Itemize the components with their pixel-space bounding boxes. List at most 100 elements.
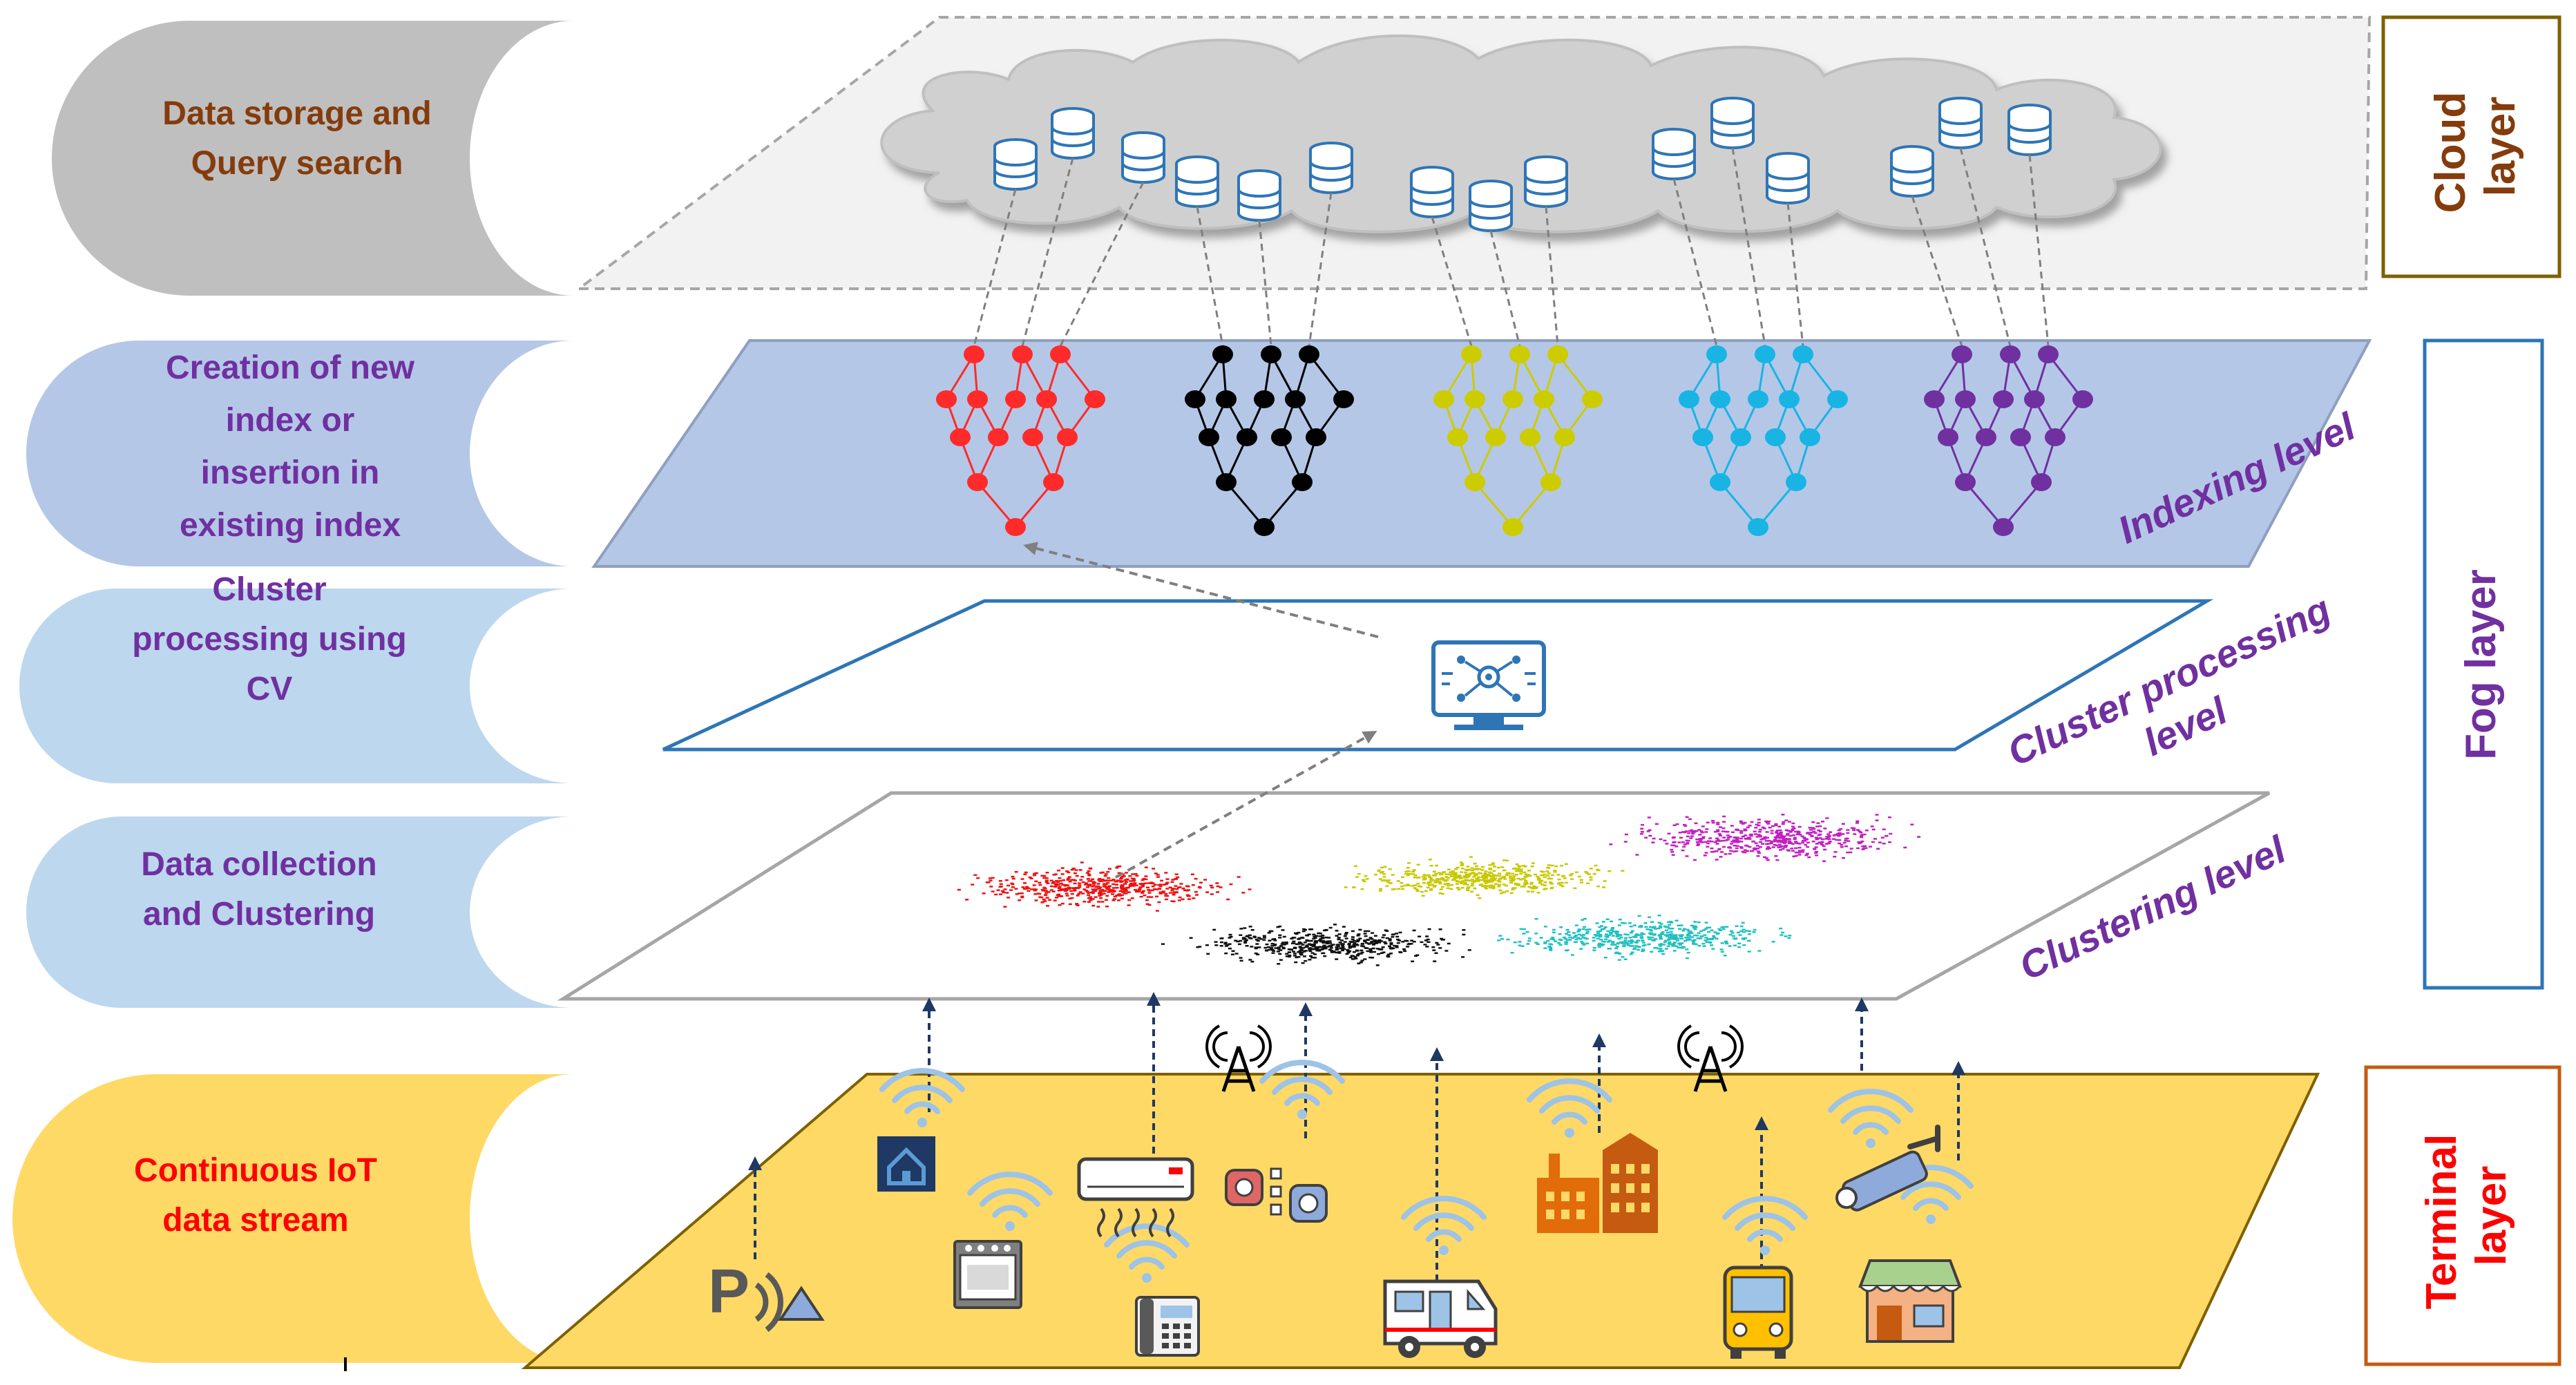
- scatter-point: [1784, 840, 1788, 842]
- scatter-point: [1219, 886, 1223, 888]
- scatter-point: [1176, 876, 1180, 879]
- scatter-point: [1797, 831, 1801, 833]
- scatter-point: [1051, 882, 1055, 884]
- scatter-point: [1187, 889, 1190, 891]
- scatter-point: [1704, 841, 1708, 843]
- scatter-point: [1796, 832, 1800, 834]
- scatter-point: [1585, 872, 1589, 875]
- scatter-point: [1715, 837, 1719, 839]
- scatter-point: [1061, 888, 1065, 890]
- scatter-point: [1450, 875, 1453, 877]
- scatter-point: [1173, 891, 1177, 893]
- scatter-point: [1360, 951, 1364, 954]
- scatter-point: [1753, 833, 1757, 835]
- scatter-point: [1552, 931, 1556, 933]
- scatter-point: [1697, 921, 1701, 924]
- scatter-point: [1236, 940, 1240, 943]
- smart-home-icon: [877, 1136, 935, 1192]
- scatter-point: [1374, 873, 1377, 876]
- tree-node: [1554, 428, 1575, 446]
- scatter-point: [1514, 873, 1518, 876]
- scatter-point: [1040, 888, 1044, 891]
- scatter-point: [1234, 953, 1239, 955]
- scatter-point: [1355, 944, 1359, 946]
- scatter-point: [1550, 874, 1554, 877]
- scatter-point: [1005, 892, 1009, 894]
- tree-node: [1485, 428, 1506, 446]
- scatter-point: [1360, 943, 1364, 945]
- scatter-point: [1432, 886, 1436, 888]
- scatter-point: [1810, 834, 1814, 837]
- scatter-point: [1543, 884, 1547, 886]
- scatter-point: [1366, 950, 1370, 953]
- tree-node: [1710, 390, 1730, 408]
- scatter-point: [1818, 825, 1822, 828]
- scatter-point: [1464, 873, 1469, 876]
- scatter-point: [1644, 837, 1648, 839]
- scatter-point: [1652, 837, 1656, 840]
- scatter-point: [1648, 916, 1652, 919]
- scatter-point: [1018, 892, 1022, 895]
- scatter-point: [1782, 821, 1786, 823]
- scatter-point: [1096, 885, 1100, 888]
- scatter-point: [1100, 888, 1105, 891]
- scatter-point: [1069, 887, 1074, 889]
- tree-node: [1540, 473, 1561, 491]
- scatter-point: [1739, 930, 1744, 933]
- scatter-point: [1053, 873, 1058, 875]
- scatter-point: [1265, 943, 1269, 946]
- scatter-point: [1679, 837, 1683, 839]
- scatter-point: [1399, 951, 1403, 953]
- stage-label-line: Query search: [191, 145, 403, 182]
- scatter-point: [1100, 878, 1105, 881]
- scatter-point: [1699, 839, 1703, 841]
- scatter-point: [1345, 953, 1349, 955]
- scatter-point: [1508, 875, 1512, 877]
- scatter-point: [1273, 939, 1277, 942]
- scatter-point: [1429, 889, 1433, 891]
- scatter-point: [1520, 945, 1525, 947]
- scatter-point: [1078, 891, 1082, 893]
- scatter-point: [1681, 929, 1686, 932]
- scatter-point: [1242, 937, 1246, 939]
- scatter-point: [1299, 947, 1304, 949]
- scatter-point: [1471, 880, 1475, 883]
- database-icon: [1710, 97, 1755, 149]
- scatter-point: [1823, 828, 1827, 830]
- scatter-point: [1758, 834, 1762, 837]
- scatter-point: [1044, 892, 1049, 894]
- scatter-point: [1015, 893, 1019, 895]
- scatter-point: [1603, 926, 1607, 928]
- scatter-point: [1342, 926, 1346, 928]
- scatter-point: [1683, 843, 1687, 846]
- scatter-point: [1391, 888, 1395, 890]
- scatter-point: [1701, 825, 1705, 828]
- scatter-point: [1607, 870, 1612, 872]
- scatter-point: [996, 889, 1000, 891]
- scatter-point: [1239, 959, 1243, 962]
- scatter-point: [1777, 825, 1782, 828]
- scatter-point: [1543, 888, 1547, 890]
- scatter-point: [1696, 937, 1700, 939]
- scatter-point: [1786, 834, 1789, 836]
- scatter-point: [1305, 944, 1309, 946]
- scatter-point: [1746, 850, 1749, 852]
- scatter-point: [1756, 850, 1760, 852]
- scatter-point: [1601, 921, 1605, 923]
- scatter-point: [1127, 891, 1131, 893]
- scatter-point: [1670, 936, 1674, 939]
- scatter-point: [1448, 873, 1452, 876]
- scatter-point: [1094, 888, 1098, 890]
- scatter-point: [1427, 882, 1430, 885]
- scatter-point: [1447, 877, 1451, 879]
- scatter-point: [1317, 932, 1321, 935]
- scatter-point: [1666, 931, 1670, 934]
- scatter-point: [1809, 829, 1813, 831]
- scatter-point: [1621, 870, 1625, 872]
- scatter-point: [1177, 899, 1181, 901]
- scatter-point: [1781, 931, 1785, 934]
- scatter-point: [1722, 926, 1726, 928]
- scatter-point: [1525, 875, 1529, 877]
- scatter-point: [1185, 885, 1189, 887]
- scatter-point: [1710, 841, 1714, 843]
